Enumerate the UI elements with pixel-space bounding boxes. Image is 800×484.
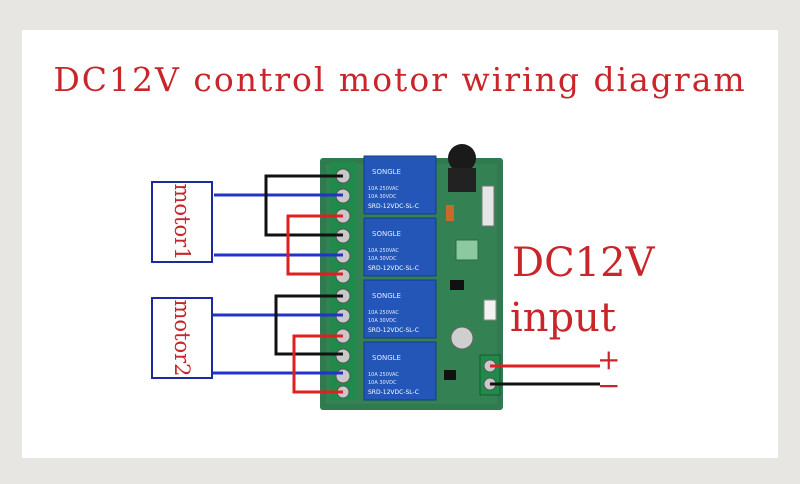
motor2-wiring	[212, 294, 343, 394]
wire-red	[286, 214, 343, 276]
board-components	[444, 144, 497, 380]
relay-rating: 10A 250VAC	[368, 310, 399, 316]
dc-jack	[448, 144, 476, 172]
resistor	[446, 205, 454, 221]
transistor	[450, 280, 464, 290]
relay-rating: 10A 30VDC	[368, 256, 397, 262]
dc-jack-body	[448, 168, 476, 192]
negative-sign: −	[597, 369, 621, 402]
relay-rating: 10A 250VAC	[368, 372, 399, 378]
relay-model: SRD-12VDC-SL-C	[368, 203, 419, 210]
diagram-title: DC12V control motor wiring diagram	[53, 60, 747, 99]
motor2-box: motor2	[151, 297, 213, 379]
capacitor	[450, 326, 474, 350]
wire-black	[274, 294, 343, 356]
wire-red	[292, 334, 343, 394]
terminal-screw	[335, 268, 351, 284]
smd-part	[483, 299, 497, 321]
relay-rating: 10A 30VDC	[368, 194, 397, 200]
relay-brand: SONGLE	[372, 292, 401, 300]
relay-model: SRD-12VDC-SL-C	[368, 265, 419, 272]
power-label-voltage: DC12V	[512, 240, 655, 286]
relay-model: SRD-12VDC-SL-C	[368, 389, 419, 396]
motor1-label: motor1	[170, 183, 194, 261]
relay-brand: SONGLE	[372, 168, 401, 176]
motor1-wiring	[214, 174, 343, 276]
terminal-screw	[335, 368, 351, 384]
relay-rating: 10A 250VAC	[368, 186, 399, 192]
terminal-screw	[335, 348, 351, 364]
relay-rating: 10A 250VAC	[368, 248, 399, 254]
power-label-input: input	[510, 295, 616, 341]
relay-brand: SONGLE	[372, 354, 401, 362]
ic-chip	[481, 185, 495, 227]
relay-brand: SONGLE	[372, 230, 401, 238]
motor1-box: motor1	[151, 181, 213, 263]
relay-model: SRD-12VDC-SL-C	[368, 327, 419, 334]
relay-rating: 10A 30VDC	[368, 380, 397, 386]
relay-4: SONGLE 10A 250VAC 10A 30VDC SRD-12VDC-SL…	[363, 341, 437, 401]
jumper-header	[455, 239, 479, 261]
transistor	[444, 370, 456, 380]
relay-rating: 10A 30VDC	[368, 318, 397, 324]
positive-sign: +	[597, 343, 621, 376]
motor2-label: motor2	[170, 299, 194, 377]
relay-2: SONGLE 10A 250VAC 10A 30VDC SRD-12VDC-SL…	[363, 217, 437, 277]
relay-3: SONGLE 10A 250VAC 10A 30VDC SRD-12VDC-SL…	[363, 279, 437, 339]
relay-1: SONGLE 10A 250VAC 10A 30VDC SRD-12VDC-SL…	[363, 155, 437, 215]
wire-black	[264, 174, 343, 237]
